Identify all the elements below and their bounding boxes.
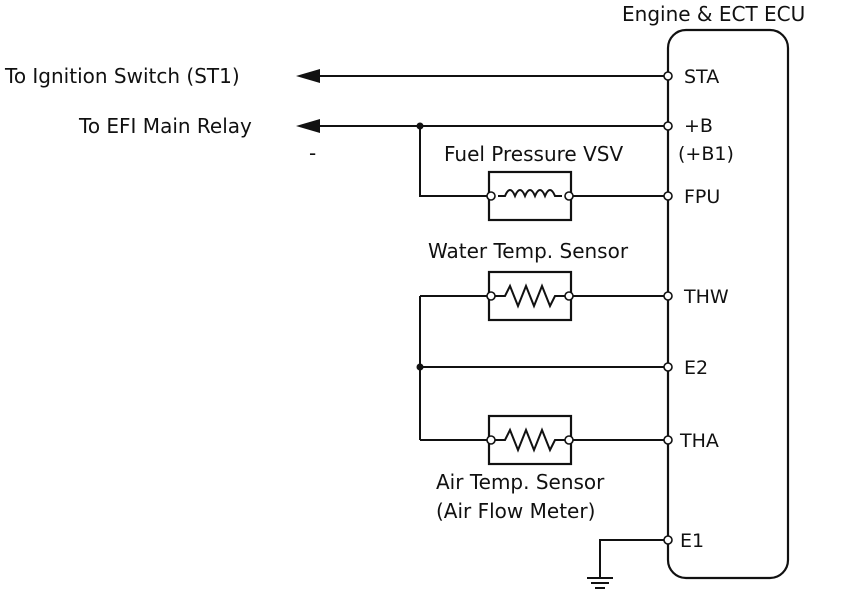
pin-plus-b-label: +B [684,115,713,137]
pin-fpu-label: FPU [684,186,720,208]
pin-fpu-terminal [663,191,673,201]
pin-plus-b-terminal [663,121,673,131]
water-temp-sensor-label: Water Temp. Sensor [428,239,629,263]
ignition-switch-label: To Ignition Switch (ST1) [4,64,240,88]
coil-icon [498,189,562,199]
resistor-icon [493,283,567,309]
pin-e2-label: E2 [684,357,708,379]
ecu-box [666,28,790,580]
pin-tha-label: THA [679,430,719,452]
ats-terminal-right [564,435,574,445]
e2-junction [416,363,424,371]
stray-mark: - [309,141,316,165]
pin-e1-terminal [663,535,673,545]
pin-thw-terminal [663,291,673,301]
air-flow-meter-label: (Air Flow Meter) [436,499,595,523]
vsv-feed-wire [419,126,489,197]
wts-terminal-left [486,291,496,301]
pin-e2-terminal [663,362,673,372]
pin-sta-terminal [663,71,673,81]
pin-tha-terminal [663,435,673,445]
resistor-icon [493,427,567,453]
ats-terminal-left [486,435,496,445]
plus-b-arrow-icon [296,119,320,133]
pin-sta-label: STA [684,66,719,88]
vsv-terminal-right [564,191,574,201]
vsv-terminal-left [486,191,496,201]
efi-main-relay-label: To EFI Main Relay [78,114,252,138]
fuel-pressure-vsv-label: Fuel Pressure VSV [444,142,623,166]
pin-e1-label: E1 [680,530,704,552]
e1-ground-wire [599,539,668,578]
wts-terminal-right [564,291,574,301]
sta-arrow-icon [296,69,320,83]
pin-plus-b1-label: (+B1) [678,143,734,165]
pin-thw-label: THW [683,286,729,308]
ecu-title: Engine & ECT ECU [622,2,805,26]
air-temp-sensor-label: Air Temp. Sensor [436,470,605,494]
